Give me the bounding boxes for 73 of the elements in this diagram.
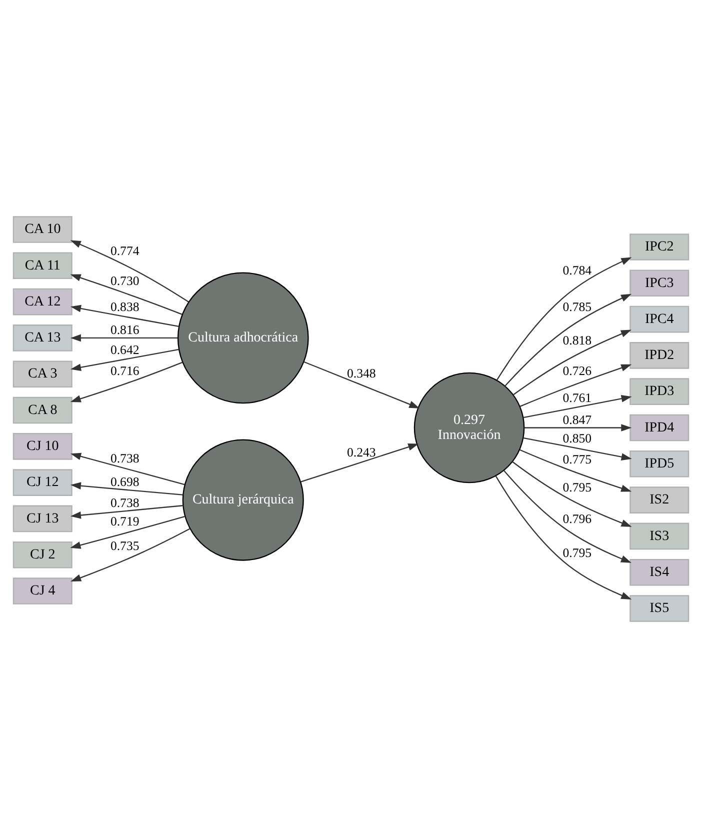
node-box: CJ 12 bbox=[12, 468, 72, 496]
arrow bbox=[495, 475, 632, 599]
arrow bbox=[70, 452, 185, 485]
node-box: CA 11 bbox=[12, 252, 72, 279]
arrow bbox=[70, 516, 185, 548]
edge-label: 0.642 bbox=[110, 342, 140, 357]
node-circle: Cultura adhocrática bbox=[177, 272, 309, 404]
arrow bbox=[520, 364, 632, 406]
arrow bbox=[70, 528, 190, 581]
node-box: IS4 bbox=[630, 558, 690, 586]
edge-label: 0.698 bbox=[110, 474, 140, 488]
arrow bbox=[504, 293, 632, 386]
edge-label: 0.795 bbox=[562, 545, 592, 560]
edge-label: 0.738 bbox=[110, 495, 140, 510]
node-box: IPD5 bbox=[630, 450, 690, 477]
arrow bbox=[520, 448, 632, 492]
node-box: IS3 bbox=[630, 522, 690, 550]
arrow bbox=[70, 504, 183, 518]
edge-label: 0.348 bbox=[346, 366, 376, 380]
node-box: IPD2 bbox=[630, 342, 690, 368]
edge-label: 0.738 bbox=[110, 451, 140, 465]
arrow bbox=[504, 470, 632, 562]
edge-label: 0.726 bbox=[562, 364, 592, 378]
node-box: IPD3 bbox=[630, 378, 690, 404]
arrow bbox=[512, 460, 632, 526]
arrow bbox=[304, 360, 420, 408]
node-box: CA 8 bbox=[12, 396, 72, 424]
edge-label: 0.784 bbox=[562, 263, 592, 278]
node-circle: Cultura jerárquica bbox=[182, 438, 304, 560]
node-box: CA 3 bbox=[12, 360, 72, 388]
edge-label: 0.816 bbox=[110, 322, 140, 337]
node-box: IS2 bbox=[630, 486, 690, 513]
arrow bbox=[70, 304, 179, 327]
edge-label: 0.847 bbox=[562, 412, 592, 427]
node-box: CJ 10 bbox=[12, 432, 72, 460]
arrow bbox=[513, 329, 632, 395]
edge-label: 0.785 bbox=[562, 299, 592, 314]
edge-label: 0.775 bbox=[562, 452, 592, 466]
arrow bbox=[70, 274, 182, 314]
node-box: CA 10 bbox=[12, 216, 72, 242]
arrow bbox=[70, 348, 179, 370]
edge-label: 0.761 bbox=[562, 390, 592, 404]
arrow bbox=[524, 424, 632, 431]
node-box: CJ 2 bbox=[12, 540, 72, 568]
node-box: IPC2 bbox=[630, 233, 690, 260]
arrow bbox=[523, 436, 632, 460]
edge-label: 0.774 bbox=[110, 243, 140, 258]
arrow bbox=[523, 394, 632, 418]
edge-label: 0.818 bbox=[562, 333, 592, 348]
edge-label: 0.850 bbox=[562, 431, 592, 446]
arrow bbox=[70, 361, 183, 402]
edge-label: 0.716 bbox=[110, 364, 140, 378]
node-box: IPD4 bbox=[630, 414, 690, 441]
node-box: CJ 13 bbox=[12, 504, 72, 532]
node-box: IPC3 bbox=[630, 269, 690, 296]
node-box: IPC4 bbox=[630, 305, 690, 332]
edge-label: 0.838 bbox=[110, 299, 140, 314]
arrow bbox=[70, 482, 183, 495]
node-box: CJ 4 bbox=[12, 577, 72, 604]
node-box: CA 13 bbox=[12, 324, 72, 351]
arrow bbox=[70, 240, 189, 302]
node-circle: 0.297 Innovación bbox=[414, 372, 525, 483]
edge-label: 0.243 bbox=[346, 445, 376, 460]
edge-label: 0.735 bbox=[110, 538, 140, 552]
edge-label: 0.730 bbox=[110, 274, 140, 288]
arrow bbox=[70, 334, 178, 342]
node-box: CA 12 bbox=[12, 288, 72, 315]
edge-label: 0.795 bbox=[562, 480, 592, 494]
node-box: IS5 bbox=[630, 594, 690, 622]
edge-label: 0.719 bbox=[110, 514, 140, 528]
arrow bbox=[496, 256, 632, 380]
arrow bbox=[300, 442, 419, 482]
edge-label: 0.796 bbox=[562, 512, 592, 526]
